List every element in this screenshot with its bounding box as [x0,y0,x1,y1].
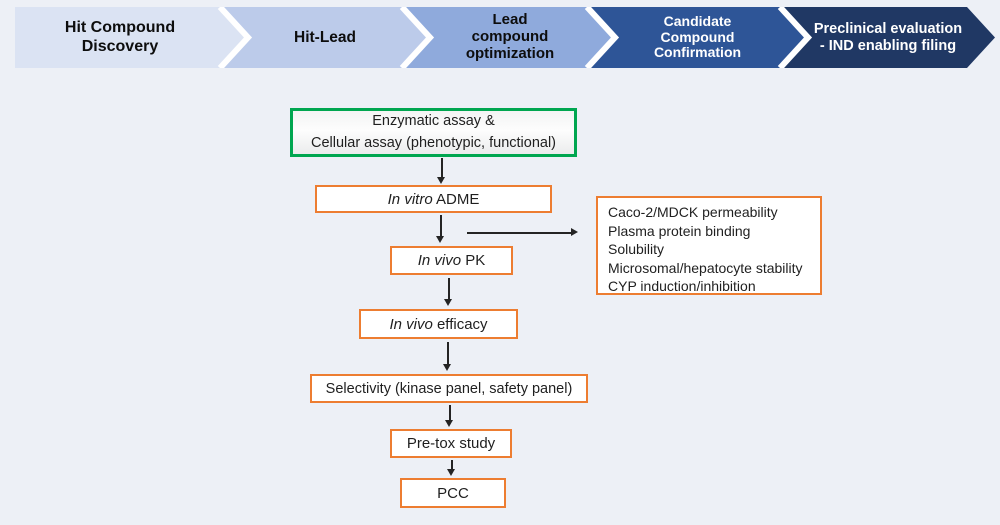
stage-chevron-lead-optimization [402,7,615,68]
adme-detail-panel: Caco-2/MDCK permeability Plasma protein … [596,196,822,295]
arrow-efficacy-to-selectivity [444,342,451,371]
detail-item-permeability: Caco-2/MDCK permeability [608,204,778,220]
arrow-pk-to-efficacy [445,278,452,306]
pk-box: In vivo PK [390,246,513,275]
selectivity-box: Selectivity (kinase panel, safety panel) [310,374,588,403]
stage-label-hit-lead: Hit-Lead [294,28,356,46]
assay-line-1: Enzymatic assay & [372,112,495,129]
arrow-selectivity-to-pretox [446,405,453,427]
adme-label-italic: In vitro [387,190,433,208]
arrow-pretox-to-pcc [448,460,455,476]
stage-label-candidate-confirmation: Candidate Compound Confirmation [653,12,742,61]
pk-label-italic: In vivo [417,252,462,269]
detail-item-cyp: CYP induction/inhibition [608,278,756,295]
pretox-box: Pre-tox study [390,429,512,458]
assay-line-2: Cellular assay (phenotypic, functional) [310,134,556,151]
arrow-assay-to-adme [438,158,445,184]
pcc-box: PCC [400,478,506,508]
adme-label-rest: ADME [432,190,480,208]
detail-item-solubility: Solubility [608,241,665,258]
stage-label-hit-discovery: Hit Compound Discovery [64,19,176,55]
efficacy-label-rest: efficacy [432,315,488,333]
chevron-separator [399,7,435,68]
pcc-label: PCC [437,484,469,502]
stage-chevron-candidate-confirmation [587,7,808,68]
efficacy-box: In vivo efficacy [359,309,518,339]
detail-item-protein-binding: Plasma protein binding [608,222,751,239]
stage-chevron-preclinical [780,7,995,68]
arrow-pk-to-detail-panel [467,229,578,236]
pretox-label: Pre-tox study [406,435,496,452]
pk-label-rest: PK [461,252,486,269]
chevron-separator [584,7,620,68]
efficacy-label-italic: In vivo [389,315,433,333]
stage-chevron-hit-discovery [15,7,248,68]
stage-label-lead-optimization: Lead compound optimization [465,11,555,62]
stage-label-preclinical: Preclinical evaluation - IND enabling fi… [813,21,963,54]
chevron-separator [217,7,253,68]
pipeline-banner [15,7,995,68]
adme-box: In vitro ADME [315,185,552,213]
detail-item-stability: Microsomal/hepatocyte stability [608,259,803,276]
stage-chevron-hit-lead [220,7,430,68]
chevron-separator [777,7,813,68]
selectivity-label: Selectivity (kinase panel, safety panel) [325,380,573,397]
assay-box: Enzymatic assay & Cellular assay (phenot… [290,108,577,157]
arrow-adme-to-pk [437,215,444,243]
